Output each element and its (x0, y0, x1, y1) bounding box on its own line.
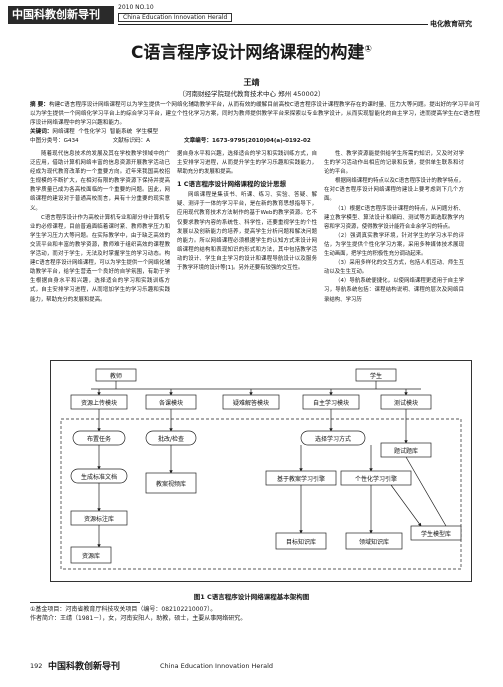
paragraph: 性、教学资源能提供给学生所需的知识，又及时对学生的学习活动作出相应的记录和反馈，… (324, 151, 464, 176)
node-personalized: 个性化学习引擎 (355, 475, 397, 483)
node-grading: 批改/检查 (158, 435, 184, 443)
node-generate-material: 生成标准文档 (81, 473, 117, 481)
classification-line: 中图分类号：G434 文献标识码：A 文章编号：1673-9795(2010)04(… (30, 137, 480, 146)
footnote-author: 作者简介：王靖（1981－），女，河南安阳人，助教，硕士，主要从事网络研究。 (30, 615, 247, 622)
paragraph: C语言程序设计作为高校计算机专业和部分非计算机专业的必修课程，目前普遍面临着课时… (30, 214, 170, 303)
journal-english-name: China Education Innovation Herald (118, 13, 233, 22)
footer-journal-name: 中国科教创新导刊 (48, 662, 121, 672)
header-rule (118, 24, 428, 25)
node-student: 学生 (370, 372, 382, 380)
paragraph: 网络课程是集该书、听课、练习、实验、答疑、解疑、测评于一体的学习平台，是在新的教… (177, 192, 317, 272)
node-teacher: 教师 (110, 372, 122, 380)
abstract-text: 构建C语言程序设计网络课程可以为学生提供一个网络化辅助教学平台，从而有效的缓解目… (30, 102, 480, 126)
paragraph: 据自身水平和兴趣，选择适合的学习和实践训练方式，自主安排学习进程，从而提升学生的… (177, 151, 317, 176)
footnote-funding: ①基金项目：河南省教育厅科技攻关项目（编号：082102210007）。 (30, 606, 217, 613)
paragraph: 根据网络课程的特点以及C语言程序设计的教学特点，在对C语言程序设计网络课程的建设… (324, 178, 464, 203)
node-test: 测试模块 (394, 399, 418, 407)
architecture-diagram: 教师 学生 资源上传模块 各课模块 疑难解答模块 自主学习模块 测试模块 布置任… (60, 368, 462, 570)
node-lesson-library: 教案视频库 (156, 480, 186, 488)
keyword: 学生模型 (135, 129, 159, 135)
paragraph: （2）强调真实教学环境，针对学生的学习水平的评估，为学生提供个性化学习方案，采用… (324, 232, 464, 258)
document-code: 文献标识码：A (112, 138, 150, 144)
node-resource-library: 资源标注库 (84, 515, 114, 523)
node-resource-db: 资源库 (82, 552, 100, 560)
diagram-nodes (70, 368, 462, 564)
clc-number: 中图分类号：G434 (30, 138, 79, 144)
node-resource-upload: 资源上传模块 (81, 399, 117, 407)
page-number: 192 (30, 662, 43, 670)
node-publish-assignment: 布置任务 (87, 435, 111, 443)
paper-title: C语言程序设计网络课程的构建① (0, 38, 503, 63)
paragraph: （4）导航系统便捷化，以使网络课程更适用于自主学习，导航系统包括：课程结构说明、… (324, 278, 464, 303)
author: 王靖 (243, 78, 260, 87)
paragraph: 随着现代信息技术的发展及其在学校教学领域中的广泛应用，借助计算机网络丰富的信息资… (30, 151, 170, 212)
node-self-study: 自主学习模块 (313, 399, 349, 407)
figure-caption: 图1 C语言程序设计网络课程基本架构图 (193, 593, 310, 601)
section-name: 电化教育研究 (430, 20, 472, 28)
node-domain-knowledge: 领域知识库 (359, 538, 389, 546)
diagram-labels: 教师 学生 资源上传模块 各课模块 疑难解答模块 自主学习模块 测试模块 布置任… (81, 372, 451, 560)
node-student-model: 学生模型库 (421, 530, 451, 538)
keyword: 个性化学习 (78, 129, 107, 135)
footer-journal-english: China Education Innovation Herald (160, 662, 274, 670)
body-column-3: 性、教学资源能提供给学生所需的知识，又及时对学生的学习活动作出相应的记录和反馈，… (324, 150, 464, 304)
node-choose-study: 选择学习方式 (315, 435, 351, 443)
keyword: 网络课程 (52, 129, 75, 135)
keywords: 关键词：网络课程 个性化学习 智能系统 学生模型 (30, 128, 480, 137)
journal-logo: 中国科教创新导刊 (8, 6, 114, 24)
article-number: 文章编号：1673-9795(2010)04(a)-0192-02 (183, 138, 311, 144)
section-heading: 1 C语言程序设计网络课程的设计思想 (177, 180, 287, 189)
node-assignment: 各课模块 (159, 399, 183, 407)
abstract: 摘 要：构建C语言程序设计网络课程可以为学生提供一个网络化辅助教学平台，从而有效… (30, 101, 480, 128)
issue-number: 2010 NO.10 (118, 4, 154, 11)
paragraph: （1）根据C语言程序设计课程的特点，从问题分析、建立教学模型、算法设计和编码、测… (324, 205, 464, 230)
node-knowledge-lib: 目标知识库 (286, 538, 316, 546)
affiliation: （河南财经学院现代教育技术中心 郑州 450002） (178, 90, 325, 98)
body-column-1: 随着现代信息技术的发展及其在学校教学领域中的广泛应用，借助计算机网络丰富的信息资… (30, 150, 170, 314)
node-question-bank: 题试题库 (394, 447, 418, 455)
paper-title-text: C语言程序设计网络课程的构建 (130, 43, 365, 63)
node-qa: 疑难解答模块 (233, 399, 269, 407)
abstract-label: 摘 要： (30, 102, 49, 108)
keywords-label: 关键词： (30, 129, 53, 135)
title-footnote-mark: ① (364, 44, 373, 55)
paragraph: （3）采用多样化的交互方式，包括人机互动、师生互动以及生生互动。 (324, 260, 464, 276)
figure-frame: 教师 学生 资源上传模块 各课模块 疑难解答模块 自主学习模块 测试模块 布置任… (50, 360, 472, 582)
node-basic-study: 基于教案学习引擎 (277, 475, 325, 483)
keyword: 智能系统 (109, 129, 133, 135)
body-column-2: 据自身水平和兴趣，选择适合的学习和实践训练方式，自主安排学习进程，从而提升学生的… (177, 150, 317, 311)
footnote-rule (30, 602, 140, 603)
diagram-connectors (60, 381, 462, 570)
